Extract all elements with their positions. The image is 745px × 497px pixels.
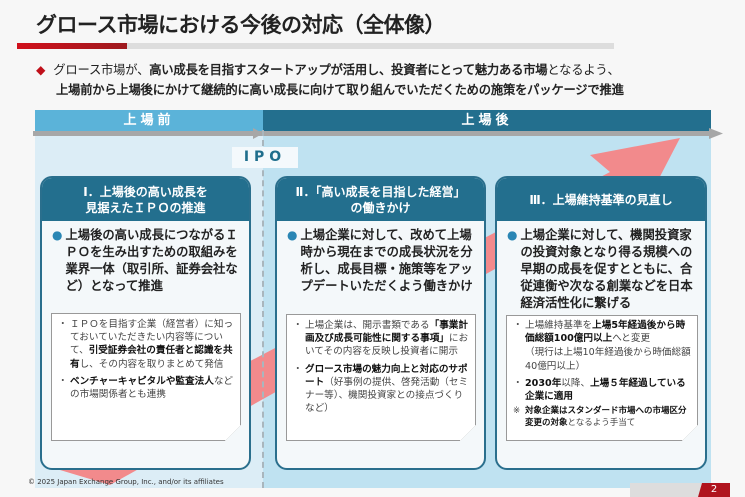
note-text: 上場維持基準を [525, 320, 593, 331]
card-growth-management: Ⅱ．「高い成長を目指した経営」 の働きかけ ●上場企業に対して、改めて上場時から… [275, 176, 486, 470]
copyright: © 2025 Japan Exchange Group, Inc., and/o… [28, 478, 224, 486]
note-text: 以降、 [561, 377, 591, 389]
ipo-divider [262, 130, 264, 488]
card-listing-criteria: Ⅲ．上場維持基準の見直し ●上場企業に対して、機関投資家の投資対象となり得る規模… [495, 176, 707, 470]
card-heading: Ⅱ．「高い成長を目指した経営」 の働きかけ [277, 178, 484, 221]
note-emphasis: 上場５年経過している企業に適用 [525, 377, 686, 403]
lead-line-2: 上場前から上場後にかけて継続的に高い成長に向けて取り組んでいただくための施策をパ… [56, 83, 624, 97]
diamond-bullet-icon: ◆ [36, 63, 46, 77]
card-main-point: ●上場企業に対して、改めて上場時から現在までの成長状況を分析し、成長目標・施策等… [277, 221, 484, 295]
page-number: 2 [698, 483, 730, 497]
note-text: し、その内容を取りまとめて発信 [79, 358, 224, 370]
ipo-label: IPO [232, 147, 298, 168]
note-emphasis: ベンチャーキャピタルや監査法人 [70, 375, 214, 387]
bullet-dot-icon: ● [507, 228, 518, 242]
page-fold-icon [225, 425, 241, 441]
card-main-point: ●上場後の高い成長につながるＩＰＯを生み出すための取組みを業界一体（取引所、証券… [42, 221, 249, 295]
card-heading: Ⅲ．上場維持基準の見直し [497, 178, 705, 221]
note-text: 上場企業は、開示書類である [305, 320, 430, 331]
note-text: などの市場関係者とも連携 [70, 375, 233, 401]
title-underline [17, 43, 614, 49]
lead-text: グロース市場が、 [53, 63, 150, 77]
title-underline-accent [17, 43, 127, 49]
note-text: となるよう手当て [567, 418, 636, 429]
lead-emphasis: 高い成長を目指すスタートアップが活用し、投資者にとって魅力ある市場 [149, 63, 548, 77]
card-ipo-promotion: Ⅰ．上場後の高い成長を 見据えたＩＰＯの推進 ●上場後の高い成長につながるＩＰＯ… [40, 176, 251, 470]
note-emphasis: 2030年 [525, 377, 562, 389]
phase-pre-listing: 上場前 [35, 110, 263, 132]
remark-mark: ※ [513, 406, 521, 417]
lead-line-1: ◆ グロース市場が、高い成長を目指すスタートアップが活用し、投資者にとって魅力ある… [36, 60, 620, 78]
note-box: ・上場企業は、開示書類である「事業計画及び成長可能性に関する事項」においてその内… [286, 314, 476, 441]
note-box: ・ＩＰＯを目指す企業（経営者）に知っておいていただきたい内容等について、引受証券… [51, 313, 241, 441]
lead-text: となるよう、 [547, 63, 620, 77]
note-text: ＩＰＯを目指す企業（経営者）に知っておいていただきたい内容等について、 [70, 319, 234, 357]
page-fold-icon [682, 425, 698, 441]
note-emphasis: 「事業計画及び成長可能性に関する事項」 [305, 320, 468, 345]
card-heading: Ⅰ．上場後の高い成長を 見据えたＩＰＯの推進 [42, 178, 249, 221]
note-text: （現行は上場10年経過後から時価総額40億円以上） [525, 347, 691, 372]
note-emphasis: 対象企業はスタンダード市場への市場区分変更の対象 [525, 406, 687, 429]
main-text: 上場企業に対して、改めて上場時から現在までの成長状況を分析し、成長目標・施策等を… [300, 228, 473, 293]
note-text: においてその内容を反映し投資者に開示 [305, 333, 469, 358]
note-box: ・上場維持基準を上場5年経過後から時価総額100億円以上へと変更 （現行は上場1… [506, 315, 698, 441]
phase-post-listing: 上場後 [263, 110, 711, 132]
page-fold-icon [460, 425, 476, 441]
note-emphasis: グロース市場の魅力向上と対応のサポート [305, 363, 468, 388]
note-text: （好事例の提供、啓発活動（セミナー等）、機関投資家との接点づくりなど） [305, 376, 469, 415]
note-emphasis: 上場5年経過後から時価総額100億円以上 [525, 320, 686, 345]
note-emphasis: 引受証券会社の責任者と認識を共有 [70, 345, 233, 370]
main-text: 上場企業に対して、機関投資家の投資対象となり得る規模への早期の成長を促すとともに… [520, 228, 693, 310]
card-main-point: ●上場企業に対して、機関投資家の投資対象となり得る規模への早期の成長を促すととも… [497, 221, 705, 312]
bullet-dot-icon: ● [287, 228, 298, 242]
timeline-arrow-icon [33, 128, 723, 139]
bullet-dot-icon: ● [52, 228, 63, 242]
main-text: 上場後の高い成長につながるＩＰＯを生み出すための取組みを業界一体（取引所、証券会… [65, 228, 238, 293]
note-text: へと変更 [612, 333, 651, 345]
page-title: グロース市場における今後の対応（全体像） [36, 13, 445, 37]
